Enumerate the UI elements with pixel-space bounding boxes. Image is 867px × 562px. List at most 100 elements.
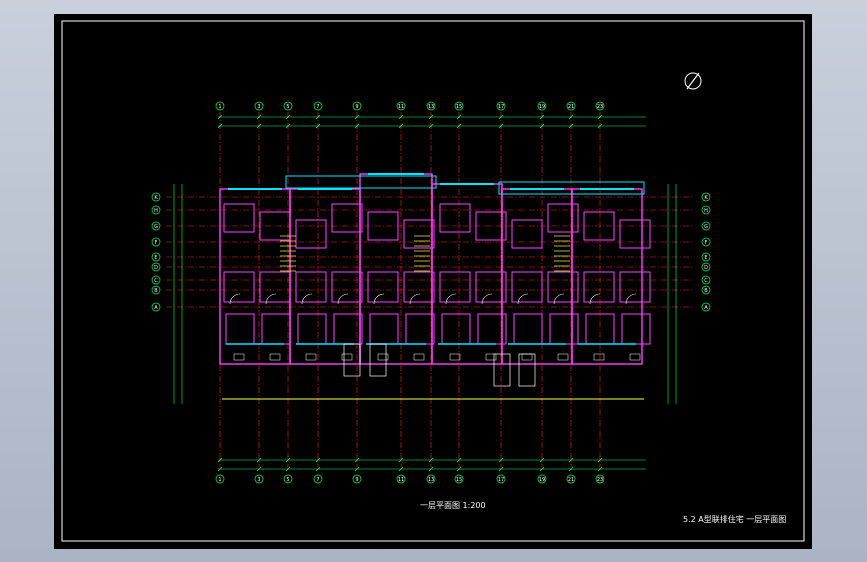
axis-bubble-left: K xyxy=(154,195,158,201)
room-wall xyxy=(583,211,615,241)
axis-bubble-left: G xyxy=(154,224,158,230)
dimension-tick xyxy=(568,123,574,129)
sheet-title: 5.2 A型联排住宅 一层平面图 xyxy=(683,515,787,524)
room-wall xyxy=(511,219,543,249)
dimension-tick xyxy=(217,466,223,472)
axis-bubble-bottom-circle xyxy=(426,474,436,484)
room-wall xyxy=(547,271,579,303)
axis-bubble-top: 17 xyxy=(498,104,504,110)
dimension-tick xyxy=(217,123,223,129)
dimension-tick xyxy=(315,114,321,120)
axis-bubble-right-circle xyxy=(701,205,711,215)
walls xyxy=(219,173,651,365)
dimension-tick xyxy=(354,457,360,463)
axis-grid xyxy=(166,112,694,467)
room-wall xyxy=(331,271,363,303)
axis-bubble-top: 1 xyxy=(218,104,221,110)
axis-bubble-right-circle xyxy=(701,262,711,272)
car-outline xyxy=(493,353,511,387)
unit-outline xyxy=(219,188,291,365)
room-wall xyxy=(295,271,327,303)
axis-bubble-top: 11 xyxy=(398,104,404,110)
axis-bubble-bottom: 13 xyxy=(428,477,434,483)
furniture xyxy=(449,353,461,361)
dimension-tick xyxy=(456,123,462,129)
dimension-tick xyxy=(398,114,404,120)
axis-bubble-left-circle xyxy=(151,302,161,312)
room-wall xyxy=(295,219,327,249)
room-wall xyxy=(513,313,543,345)
north-arrow-icon xyxy=(684,72,702,90)
room-wall xyxy=(333,313,363,345)
room-wall xyxy=(369,313,399,345)
room-wall xyxy=(619,271,651,303)
car-outline xyxy=(518,353,536,387)
north-arrow-needle xyxy=(686,72,700,90)
axis-bubble-top: 21 xyxy=(568,104,574,110)
axis-bubble-bottom: 21 xyxy=(568,477,574,483)
dimension-tick xyxy=(217,114,223,120)
furniture xyxy=(377,353,389,361)
dimension-tick xyxy=(315,123,321,129)
room-wall xyxy=(439,271,471,303)
axis-bubble-bottom: 17 xyxy=(498,477,504,483)
axis-bubble-top-circle xyxy=(283,101,293,111)
room-wall xyxy=(511,271,543,303)
dimension-tick xyxy=(398,123,404,129)
axis-bubble-left: E xyxy=(154,255,157,261)
dimension-tick xyxy=(539,466,545,472)
door-swing xyxy=(229,293,241,305)
room-wall xyxy=(367,271,399,303)
axis-bubble-right: A xyxy=(704,305,708,311)
dimension-tick xyxy=(568,457,574,463)
axis-bubble-left-circle xyxy=(151,262,161,272)
axis-bubble-bottom-circle xyxy=(313,474,323,484)
axis-bubble-top: 3 xyxy=(257,104,260,110)
room-wall xyxy=(223,203,255,233)
axis-bubble-left-circle xyxy=(151,205,161,215)
axis-bubble-left: C xyxy=(154,278,158,284)
axis-bubble-left: A xyxy=(154,305,158,311)
dimension-tick xyxy=(256,114,262,120)
dimension-tick xyxy=(456,457,462,463)
dimension-tick xyxy=(285,457,291,463)
door-swing xyxy=(625,293,637,305)
dimension-tick xyxy=(597,466,603,472)
terrace-outline xyxy=(498,181,645,195)
axis-bubble-bottom: 9 xyxy=(355,477,358,483)
axis-bubble-bottom-circle xyxy=(454,474,464,484)
axis-bubble-top: 13 xyxy=(428,104,434,110)
axis-bubble-bottom-circle xyxy=(496,474,506,484)
furniture xyxy=(305,353,317,361)
dimension-tick xyxy=(315,466,321,472)
room-details xyxy=(222,235,644,400)
room-wall xyxy=(475,211,507,241)
axis-bubble-top-circle xyxy=(566,101,576,111)
axis-bubble-top: 7 xyxy=(316,104,319,110)
dimension-tick xyxy=(597,123,603,129)
room-wall xyxy=(297,313,327,345)
door-swing xyxy=(517,293,529,305)
axis-bubble-top-circle xyxy=(352,101,362,111)
axis-bubble-left: D xyxy=(154,265,158,271)
door-swing xyxy=(445,293,457,305)
door-swing xyxy=(337,293,349,305)
unit-outline xyxy=(571,188,643,365)
axis-bubble-top-circle xyxy=(215,101,225,111)
dimension-tick xyxy=(498,123,504,129)
door-swing xyxy=(553,293,565,305)
dimension-tick xyxy=(539,123,545,129)
axis-bubble-right-circle xyxy=(701,302,711,312)
axis-bubble-left-circle xyxy=(151,192,161,202)
room-wall xyxy=(621,313,651,345)
axis-bubble-top: 5 xyxy=(286,104,289,110)
axis-bubble-top-circle xyxy=(313,101,323,111)
furniture xyxy=(593,353,605,361)
room-wall xyxy=(331,203,363,233)
sheet-border xyxy=(61,20,805,542)
room-wall xyxy=(547,203,579,233)
room-wall xyxy=(259,211,291,241)
axis-bubble-bottom-circle xyxy=(396,474,406,484)
